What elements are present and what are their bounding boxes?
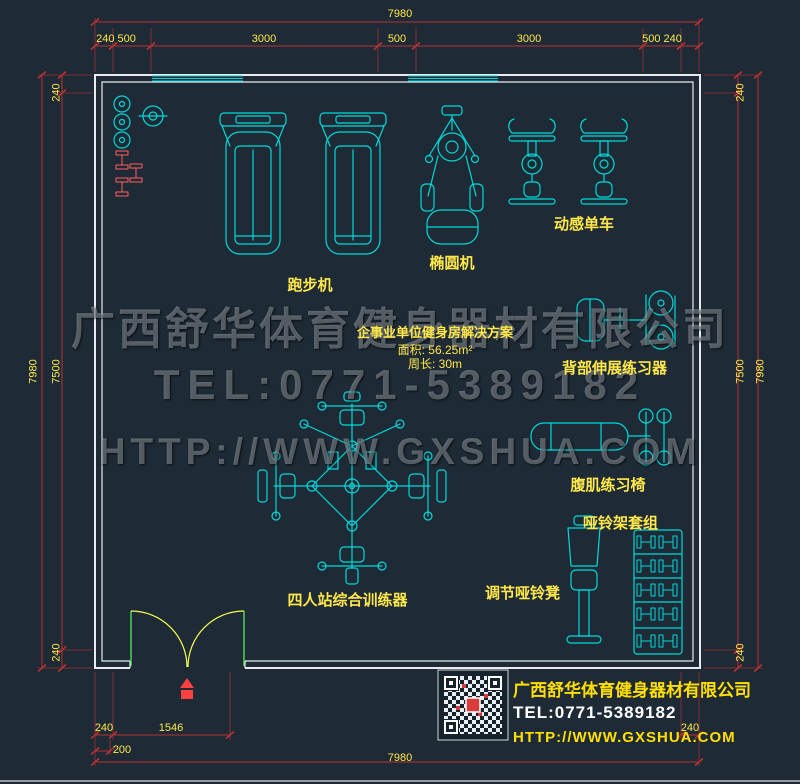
dim-left-top: 240 — [50, 83, 63, 102]
dim-bottom-offset: 200 — [112, 744, 132, 756]
treadmill-1-drawing — [219, 112, 287, 255]
dim-left-bottom: 240 — [50, 643, 63, 662]
double-door-symbol — [130, 610, 245, 668]
dim-top-seg-2: 3000 — [251, 33, 277, 45]
label-back-extension: 背部伸展练习器 — [561, 360, 667, 377]
free-weights-drawing — [113, 95, 168, 149]
label-adjustable-bench: 调节哑铃凳 — [484, 585, 560, 602]
watermark-tel: TEL:0771-5389182 — [153, 361, 647, 408]
treadmill-2-drawing — [319, 112, 387, 255]
dim-bottom-total: 7980 — [387, 752, 413, 764]
dim-top-seg-3: 500 — [387, 33, 407, 45]
dim-top-seg-1: 240 500 — [96, 33, 136, 45]
dim-bottom-left: 240 — [94, 722, 114, 734]
label-elliptical: 椭圆机 — [429, 255, 475, 272]
contact-url: HTTP://WWW.GXSHUA.COM — [513, 729, 736, 746]
label-multi-station: 四人站综合训练器 — [287, 592, 408, 609]
back-extension-drawing — [576, 290, 676, 350]
solution-perimeter: 周长: 30m — [407, 357, 462, 371]
door-tag-icon — [180, 678, 194, 699]
ab-bench-drawing — [530, 408, 672, 466]
adjustable-bench-drawing — [566, 515, 602, 644]
label-dumbbell-rack: 哑铃架套组 — [582, 515, 658, 532]
small-dumbbells-drawing — [115, 150, 143, 197]
spin-bike-1-drawing — [508, 118, 556, 205]
solution-area: 面积: 56.25m² — [397, 343, 473, 357]
dim-top-seg-5: 500 240 — [642, 33, 682, 45]
dim-bottom-right: 240 — [680, 722, 700, 734]
dim-top-total: 7980 — [387, 8, 413, 20]
dimension-lines — [37, 17, 763, 767]
window-symbols — [152, 75, 498, 82]
contact-company: 广西舒华体育健身器材有限公司 — [513, 681, 751, 700]
dim-right-bottom: 240 — [734, 643, 747, 662]
qr-code — [437, 669, 509, 741]
label-treadmill: 跑步机 — [287, 277, 333, 294]
solution-info-block: 企事业单位健身房解决方案 面积: 56.25m² 周长: 30m — [335, 322, 535, 371]
watermark-company: 广西舒华体育健身器材有限公司 — [71, 305, 729, 354]
dim-top-seg-4: 3000 — [516, 33, 542, 45]
label-ab-bench: 腹肌练习椅 — [570, 477, 646, 494]
dim-right-top: 240 — [734, 83, 747, 102]
dumbbell-rack-drawing — [633, 529, 683, 655]
dim-bottom-door: 1546 — [158, 722, 184, 734]
watermark-url: HTTP://WWW.GXSHUA.COM — [98, 431, 702, 472]
solution-title: 企事业单位健身房解决方案 — [356, 325, 513, 340]
spin-bike-2-drawing — [580, 118, 628, 205]
room-walls — [94, 74, 701, 669]
multi-station-drawing — [257, 391, 447, 585]
elliptical-drawing — [420, 105, 484, 245]
contact-tel: TEL:0771-5389182 — [513, 703, 677, 722]
label-spin-bike: 动感单车 — [553, 216, 614, 233]
